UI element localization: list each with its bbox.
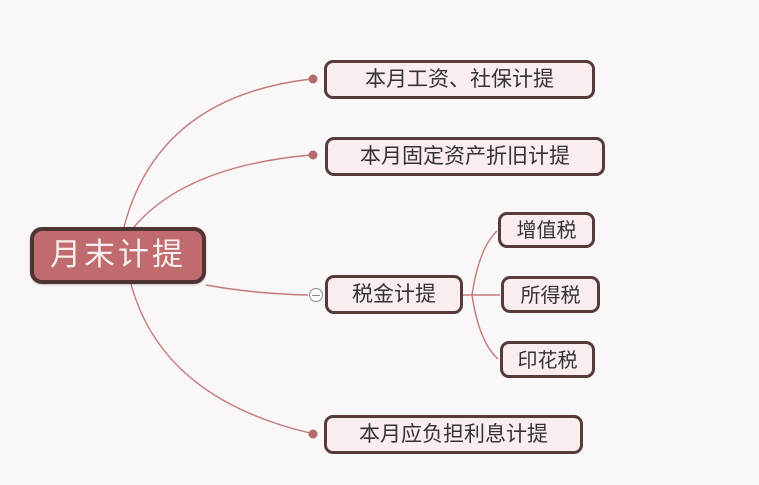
root-node[interactable]: 月末计提 [30, 227, 206, 284]
connector-dot-branch-2 [308, 150, 318, 160]
connector-root-to-branch-3 [205, 284, 309, 296]
connector-root-to-branch-1 [123, 78, 312, 228]
connector-dot-branch-1 [308, 74, 318, 84]
connector-root-to-branch-2 [133, 154, 312, 228]
branch-node-tax-accrual[interactable]: 税金计提 [325, 275, 463, 314]
minus-glyph [312, 294, 320, 296]
branch-node-salary-social-accrual[interactable]: 本月工资、社保计提 [324, 60, 595, 99]
connector-branch-3-to-child-1 [471, 230, 498, 296]
child-node-label: 所得税 [520, 282, 581, 307]
branch-node-label: 本月固定资产折旧计提 [360, 144, 570, 168]
branch-node-label: 税金计提 [352, 282, 436, 306]
collapse-toggle-icon[interactable] [309, 288, 323, 302]
branch-node-label: 本月工资、社保计提 [365, 67, 554, 91]
child-node-label: 印花税 [517, 347, 578, 372]
child-node-label: 增值税 [516, 218, 577, 242]
child-node-vat[interactable]: 增值税 [498, 212, 595, 248]
child-node-income-tax[interactable]: 所得税 [501, 276, 600, 313]
root-node-label: 月末计提 [50, 237, 186, 273]
child-node-stamp-tax[interactable]: 印花税 [500, 341, 595, 378]
branch-node-interest-accrual[interactable]: 本月应负担利息计提 [324, 415, 583, 454]
connector-dot-branch-4 [308, 429, 318, 439]
connector-root-to-branch-4 [130, 283, 311, 434]
connector-branch-3-to-child-3 [471, 294, 499, 360]
branch-node-label: 本月应负担利息计提 [359, 422, 548, 446]
branch-node-depreciation-accrual[interactable]: 本月固定资产折旧计提 [325, 137, 605, 176]
